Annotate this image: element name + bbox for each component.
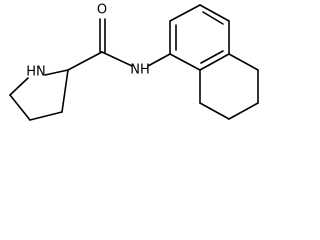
bond-c2-c3 [61,69,69,113]
bond-c5-n1 [9,77,29,96]
double-bond-inner-2 [202,11,224,25]
bond-ar2-ar3 [169,4,201,22]
bond-ar6-ar1 [169,53,201,71]
amide-group [67,18,171,71]
atom-label-amide-nh: NH [130,63,150,78]
atom-label-pyrrolidine-nh: HN [26,65,46,80]
atom-label-carbonyl-o: O [97,3,107,18]
bond-sat-3 [228,102,259,120]
bond-n-aryl [147,53,171,67]
bond-c4-c5 [9,94,31,121]
double-bond-inner-3 [200,50,224,64]
bond-ar5-ar6 [199,53,230,71]
pyrrolidine-ring [9,69,69,121]
bond-n1-c2 [44,69,69,76]
bond-c2-carbonyl [67,51,103,71]
bond-carbonyl-n [101,51,133,67]
aromatic-ring [169,4,230,71]
bond-c3-c4 [29,111,63,121]
chemical-structure: HN O NH [9,3,259,121]
cyclohexene-ring [199,53,259,120]
bond-sat-5 [228,53,259,71]
bond-sat-2 [199,102,230,120]
bond-ar3-ar4 [199,4,230,22]
